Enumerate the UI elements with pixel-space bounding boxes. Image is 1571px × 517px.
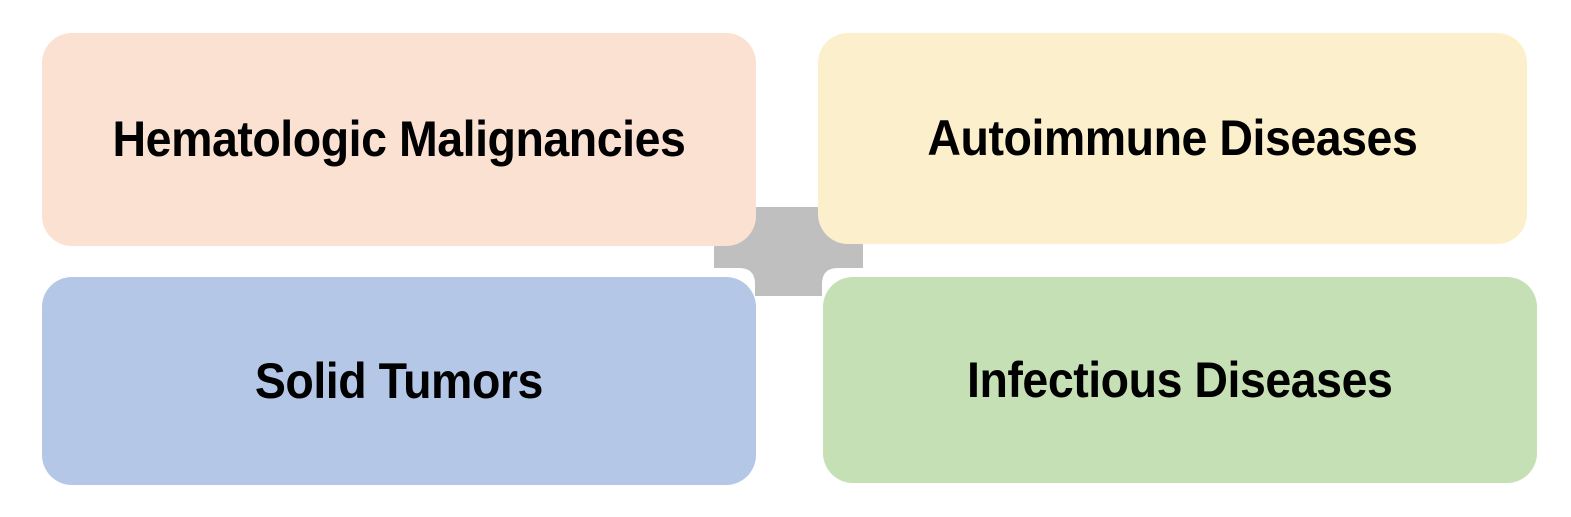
node-label-hematologic-malignancies: Hematologic Malignancies [112,111,686,168]
node-label-infectious-diseases: Infectious Diseases [967,351,1393,408]
node-solid-tumors[interactable]: Solid Tumors [42,277,756,485]
node-autoimmune-diseases[interactable]: Autoimmune Diseases [818,33,1527,244]
node-label-solid-tumors: Solid Tumors [254,352,544,409]
center-hub-shape [714,207,863,296]
node-infectious-diseases[interactable]: Infectious Diseases [823,277,1537,483]
node-hematologic-malignancies[interactable]: Hematologic Malignancies [42,33,756,246]
center-hub [714,207,863,296]
node-label-autoimmune-diseases: Autoimmune Diseases [927,110,1418,167]
